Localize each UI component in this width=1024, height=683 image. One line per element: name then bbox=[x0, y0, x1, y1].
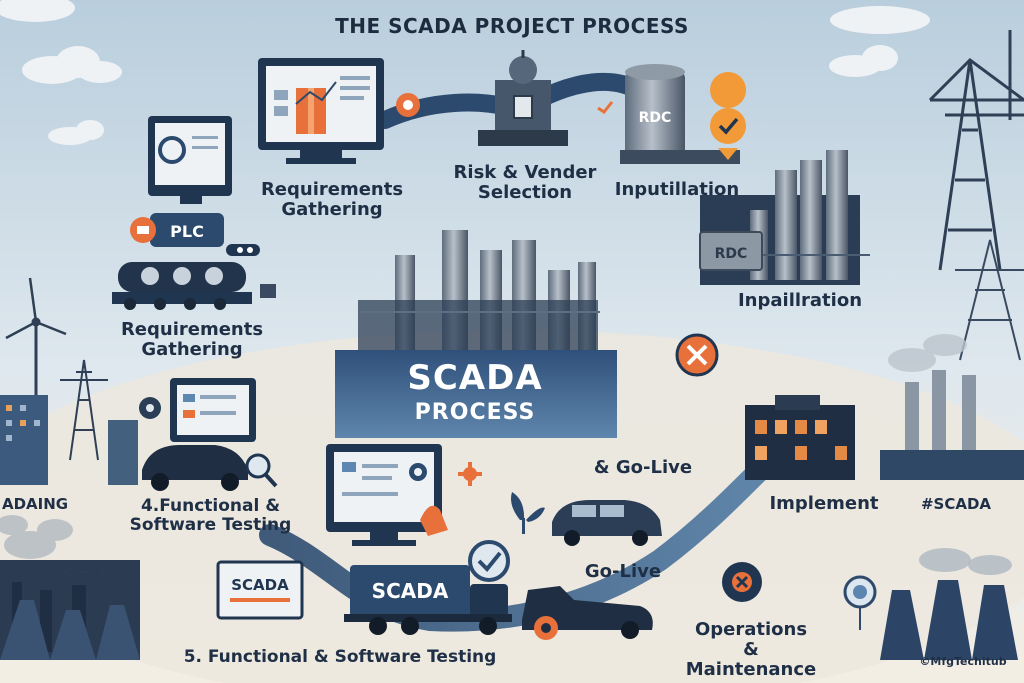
vendor-station bbox=[478, 50, 568, 146]
software-monitor bbox=[326, 444, 442, 546]
tools-badge-icon bbox=[675, 333, 719, 377]
clouds bbox=[0, 0, 930, 145]
scada-truck bbox=[344, 565, 512, 635]
sun-gear-icon bbox=[458, 462, 482, 486]
center-subtitle: PROCESS bbox=[414, 400, 536, 425]
label-go-live: Go-Live bbox=[584, 561, 662, 582]
factory-left-bottom bbox=[0, 560, 140, 660]
cooling-towers-right bbox=[880, 548, 1018, 660]
maintenance-gear-icon bbox=[722, 562, 762, 602]
plc-badge bbox=[130, 213, 224, 247]
smokestacks-right bbox=[880, 334, 1024, 480]
scada-board-sign: SCADA bbox=[231, 576, 289, 594]
power-tower-right-small bbox=[955, 239, 1024, 361]
label-implement: Implement bbox=[769, 493, 879, 514]
gear-icon bbox=[139, 397, 161, 419]
plc-toggle-icon bbox=[226, 244, 260, 256]
label-requirements-top: Requirements Gathering bbox=[260, 179, 404, 221]
scada-truck-sign: SCADA bbox=[372, 579, 449, 603]
label-risk-vendor: Risk & Vender Selection bbox=[453, 162, 597, 204]
scada-process-base bbox=[335, 350, 617, 438]
conveyor-machine bbox=[112, 262, 276, 310]
magnifier-icon bbox=[245, 453, 278, 488]
label-inpaillration: Inpaillration bbox=[737, 290, 863, 311]
plc-monitor bbox=[148, 116, 232, 204]
buildings-left bbox=[0, 395, 138, 485]
label-functional-5: 5. Functional & Software Testing bbox=[183, 647, 497, 667]
label-functional-4: 4.Functional & Software Testing bbox=[129, 496, 292, 536]
testing-vehicle bbox=[142, 445, 248, 491]
rdc-tank bbox=[620, 64, 740, 164]
gauge-icon bbox=[843, 575, 877, 630]
watermark: ©MfgTechitub bbox=[919, 655, 1007, 668]
label-go-live-amp: & Go-Live bbox=[593, 457, 693, 478]
check-mark-small-icon bbox=[597, 101, 614, 115]
central-refinery bbox=[358, 230, 600, 355]
label-requirements-left: Requirements Gathering bbox=[120, 319, 264, 361]
factory-right bbox=[745, 395, 855, 480]
wind-turbine bbox=[5, 277, 67, 410]
plant-sprout-icon bbox=[511, 492, 545, 534]
smoke-left bbox=[0, 515, 73, 559]
label-operations: Operations & Maintenance bbox=[685, 619, 817, 681]
scada-board bbox=[216, 560, 304, 620]
car-icon bbox=[552, 500, 662, 546]
rdc-sign-top: RDC bbox=[639, 110, 672, 126]
power-tower-right bbox=[928, 30, 1024, 271]
label-hashtag: #SCADA bbox=[920, 495, 992, 513]
plc-sign: PLC bbox=[170, 222, 204, 241]
hand-pointer-icon bbox=[420, 505, 448, 536]
measure-icon bbox=[62, 567, 108, 577]
label-adaing: ADAING bbox=[2, 495, 69, 513]
requirements-monitor bbox=[258, 58, 384, 164]
rdc-sign-mid: RDC bbox=[715, 246, 748, 262]
rdc-box-mid bbox=[699, 231, 763, 271]
check-circle-icon bbox=[468, 540, 510, 582]
orange-connector-icon bbox=[396, 93, 420, 117]
testing-monitor bbox=[170, 378, 256, 442]
diagram-title: THE SCADA PROJECT PROCESS bbox=[335, 14, 689, 38]
tractor-icon bbox=[522, 586, 653, 640]
checkmark-pin-icon bbox=[710, 72, 747, 160]
center-title: SCADA bbox=[407, 358, 543, 398]
power-tower-left bbox=[60, 359, 108, 461]
label-inputillation: Inputillation bbox=[614, 179, 740, 200]
